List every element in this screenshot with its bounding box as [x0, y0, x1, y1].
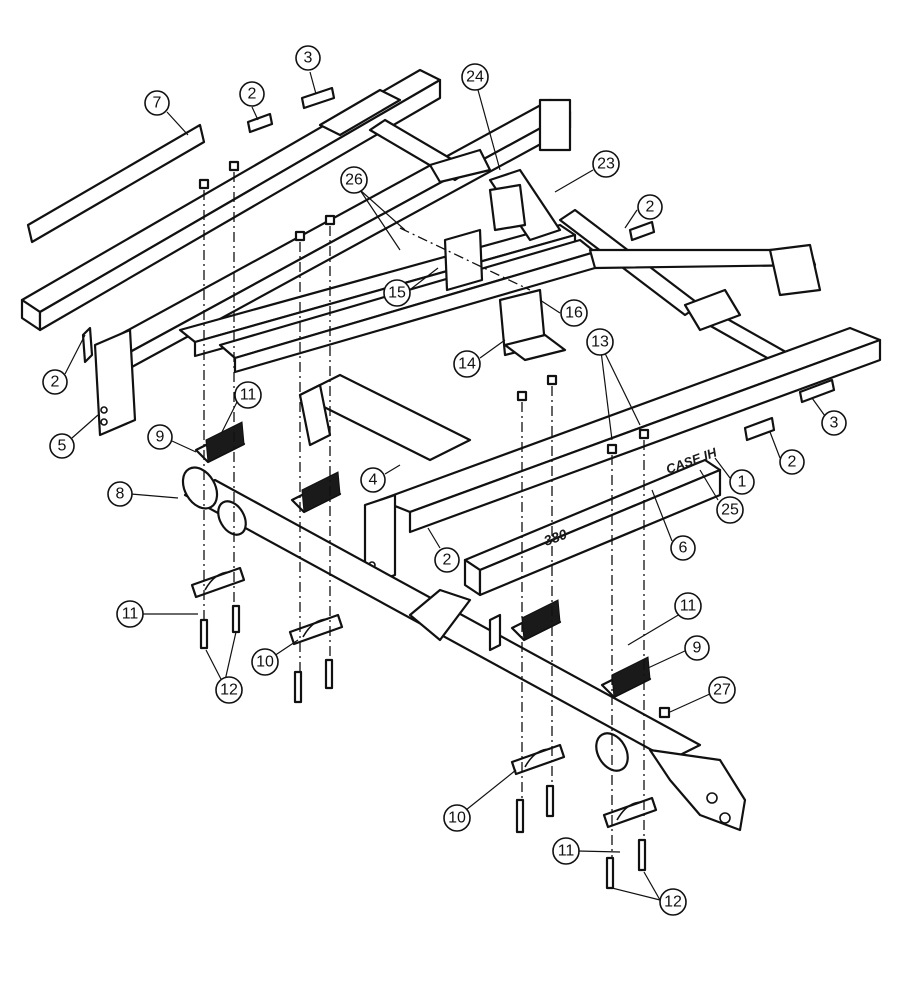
svg-text:2: 2 — [51, 374, 60, 391]
callout-2: 2 — [637, 194, 663, 220]
svg-text:9: 9 — [156, 429, 165, 446]
svg-text:16: 16 — [565, 305, 583, 322]
callout-2: 2 — [42, 369, 68, 395]
svg-text:12: 12 — [220, 682, 238, 699]
svg-text:13: 13 — [591, 334, 609, 351]
svg-text:11: 11 — [240, 387, 257, 404]
decal-3-front — [798, 378, 836, 404]
svg-text:6: 6 — [679, 540, 688, 557]
svg-text:2: 2 — [788, 454, 797, 471]
svg-text:1: 1 — [738, 474, 747, 491]
decal-2-front — [743, 416, 776, 442]
clamp-lower-midright-10 — [510, 743, 566, 776]
svg-text:25: 25 — [721, 502, 739, 519]
callout-27: 27 — [708, 676, 736, 704]
clamp-lower-left — [190, 566, 246, 599]
callout-11: 11 — [116, 600, 144, 628]
clamp-upper-right-9 — [600, 656, 652, 699]
callout-3: 3 — [821, 410, 847, 436]
shaft-arm — [648, 748, 747, 832]
callout-5: 5 — [49, 433, 75, 459]
callout-24: 24 — [461, 63, 489, 91]
callout-2: 2 — [239, 81, 265, 107]
svg-text:3: 3 — [830, 415, 839, 432]
model-decal-text: 380 — [542, 526, 570, 549]
callout-12: 12 — [659, 888, 687, 916]
clamp-lower-midleft-10 — [288, 613, 344, 646]
svg-text:9: 9 — [693, 640, 702, 657]
callout-23: 23 — [592, 150, 620, 178]
svg-text:3: 3 — [304, 50, 313, 67]
callout-4: 4 — [360, 467, 386, 493]
callout-3: 3 — [295, 45, 321, 71]
callout-1: 1 — [729, 469, 755, 495]
decal-2-top — [246, 112, 274, 134]
callout-9: 9 — [684, 635, 710, 661]
svg-text:14: 14 — [458, 356, 476, 373]
svg-text:24: 24 — [466, 69, 484, 86]
shaft-lift-brackets — [408, 588, 502, 652]
callout-8: 8 — [107, 481, 133, 507]
svg-text:2: 2 — [248, 86, 257, 103]
callout-25: 25 — [716, 496, 744, 524]
bolts-12-midright — [515, 784, 555, 834]
decal-model-6: 380 — [542, 526, 570, 549]
callout-11: 11 — [234, 381, 262, 409]
callout-10: 10 — [443, 804, 471, 832]
svg-text:12: 12 — [664, 894, 682, 911]
tongue-4 — [298, 373, 472, 462]
svg-text:26: 26 — [345, 172, 363, 189]
callout-2: 2 — [779, 449, 805, 475]
svg-text:11: 11 — [122, 606, 139, 623]
decal-2-right — [628, 220, 656, 242]
right-bracket — [363, 493, 397, 587]
clamp-lower-right — [602, 796, 658, 829]
callout-6: 6 — [670, 535, 696, 561]
clamp-upper-midleft — [290, 471, 342, 514]
callout-26: 26 — [340, 166, 368, 194]
svg-text:7: 7 — [153, 95, 162, 112]
svg-text:27: 27 — [713, 682, 731, 699]
nuts — [198, 160, 671, 719]
callout-7: 7 — [144, 90, 170, 116]
svg-text:8: 8 — [116, 486, 125, 503]
callout-11: 11 — [552, 837, 580, 865]
callout-15: 15 — [383, 279, 411, 307]
bolts-12-midleft — [293, 658, 334, 704]
callout-13: 13 — [586, 328, 614, 356]
rear-frame-tube — [20, 68, 442, 332]
center-hitch-assembly — [443, 168, 567, 362]
clamp-upper-midright — [510, 599, 562, 642]
decal-3-top — [300, 86, 336, 110]
callout-14: 14 — [453, 350, 481, 378]
svg-text:10: 10 — [448, 810, 466, 827]
decal-2-left — [81, 326, 94, 364]
bolts-12-right — [605, 838, 647, 890]
callout-12: 12 — [215, 676, 243, 704]
decal-strip-7 — [26, 123, 206, 244]
callout-2: 2 — [434, 547, 460, 573]
callout-11: 11 — [674, 592, 702, 620]
svg-text:5: 5 — [58, 438, 67, 455]
svg-text:23: 23 — [597, 156, 615, 173]
callout-9: 9 — [147, 424, 173, 450]
svg-text:4: 4 — [369, 472, 378, 489]
callout-16: 16 — [560, 299, 588, 327]
svg-text:2: 2 — [646, 199, 655, 216]
svg-text:2: 2 — [443, 552, 452, 569]
svg-text:11: 11 — [558, 843, 575, 860]
clamp-upper-left-9 — [194, 421, 246, 464]
svg-text:10: 10 — [256, 654, 274, 671]
assembly-centerlines — [203, 172, 645, 858]
callout-10: 10 — [251, 648, 279, 676]
svg-text:11: 11 — [680, 598, 697, 615]
left-bracket-5 — [93, 328, 137, 437]
svg-text:15: 15 — [388, 285, 406, 302]
